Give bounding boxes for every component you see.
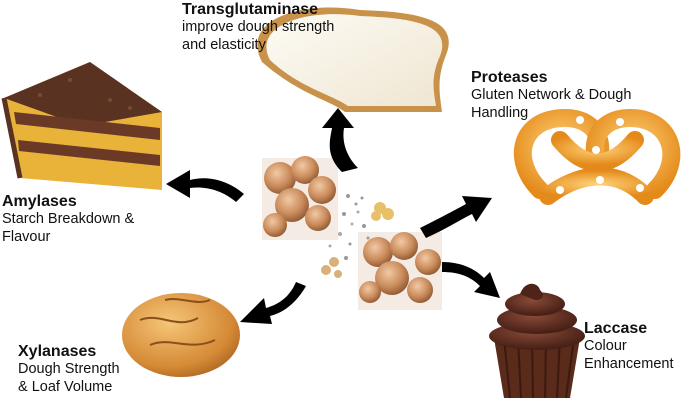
transglutaminase-label: Transglutaminase improve dough strength … bbox=[182, 0, 334, 54]
proteases-title: Proteases bbox=[471, 69, 548, 86]
transglutaminase-effect: improve dough strength and elasticity bbox=[182, 19, 335, 53]
layer-cake-image bbox=[1, 62, 162, 190]
enzyme-molecule-lower bbox=[358, 232, 442, 310]
arrow-to-laccase bbox=[442, 262, 500, 298]
pretzel-salt bbox=[541, 116, 656, 194]
bread-slice-image bbox=[257, 7, 449, 112]
proteases-effect: Gluten Network & Dough Handling bbox=[471, 87, 632, 121]
enzyme-molecule-upper bbox=[262, 156, 338, 240]
proteases-label: Proteases Gluten Network & Dough Handlin… bbox=[471, 68, 631, 122]
xylanases-title: Xylanases bbox=[18, 343, 97, 360]
amylases-title: Amylases bbox=[2, 193, 77, 210]
molecule-fragments bbox=[321, 194, 394, 278]
arrow-to-transglutaminase bbox=[322, 108, 358, 172]
arrow-to-xylanases bbox=[240, 282, 306, 324]
bread-roll-image bbox=[122, 293, 240, 377]
transglutaminase-title: Transglutaminase bbox=[182, 1, 319, 18]
xylanases-effect: Dough Strength & Loaf Volume bbox=[18, 361, 120, 395]
amylases-label: Amylases Starch Breakdown & Flavour bbox=[2, 192, 134, 246]
xylanases-label: Xylanases Dough Strength & Loaf Volume bbox=[18, 342, 120, 396]
laccase-effect: Colour Enhancement bbox=[584, 338, 674, 372]
cupcake-image bbox=[489, 283, 585, 399]
arrow-to-proteases bbox=[420, 196, 492, 238]
arrow-to-amylases bbox=[166, 170, 244, 202]
laccase-label: Laccase Colour Enhancement bbox=[584, 319, 673, 373]
laccase-title: Laccase bbox=[584, 320, 648, 337]
pretzel-image bbox=[513, 108, 681, 205]
amylases-effect: Starch Breakdown & Flavour bbox=[2, 211, 135, 245]
